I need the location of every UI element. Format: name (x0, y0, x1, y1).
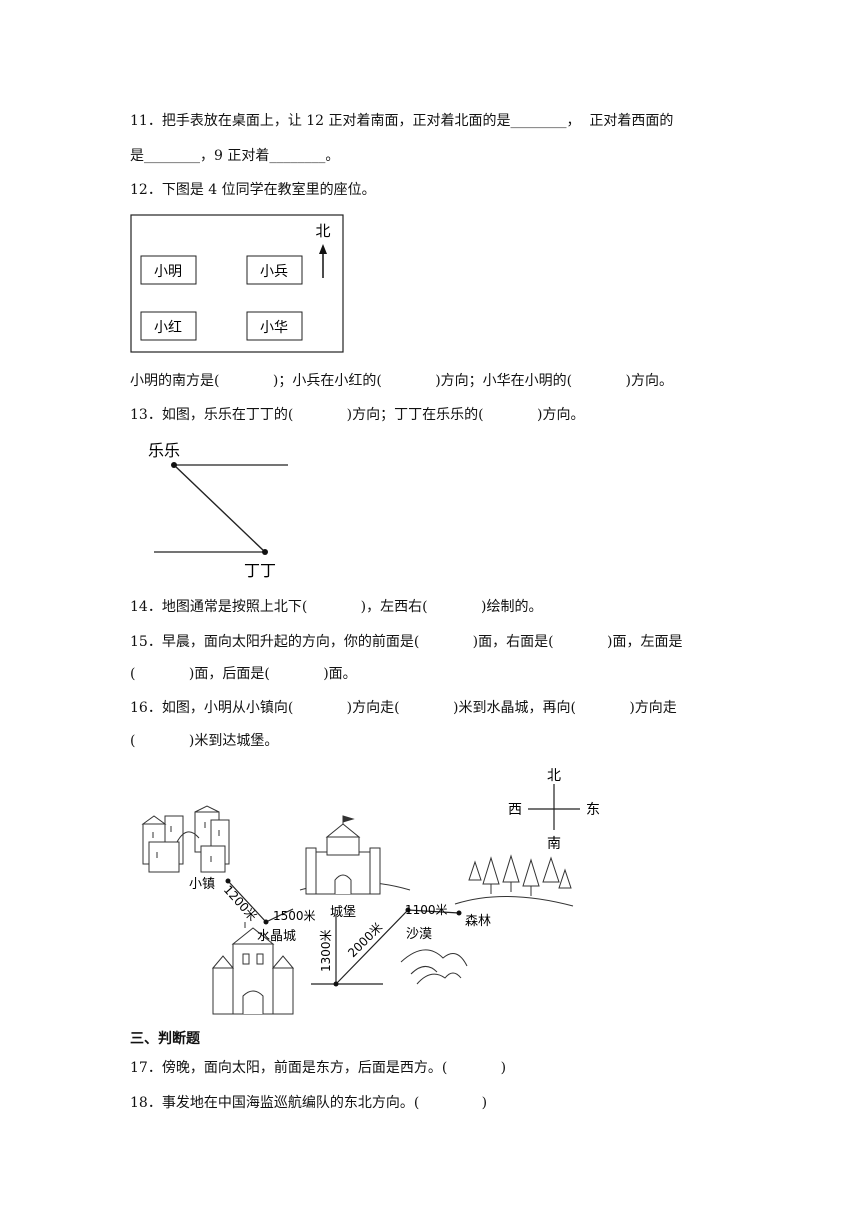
place-desert: 沙漠 (406, 927, 432, 942)
q11-line2: 是________，9 正对着________。 (130, 148, 340, 164)
crystal-city-icon (211, 922, 295, 1015)
town-icon (141, 805, 230, 873)
seat-xiaoming: 小明 (154, 264, 182, 280)
q16-line1: 16．如图，小明从小镇向( )方向走( )米到水晶城，再向( )方向走 (130, 700, 677, 716)
q17-text: 17．傍晚，面向太阳，前面是东方，后面是西方。( ) (130, 1060, 507, 1076)
seat-diagram: 小明 小兵 小红 小华 北 (130, 214, 344, 353)
castle-icon (299, 815, 411, 895)
place-crystal: 水晶城 (257, 929, 296, 944)
seat-xiaohua: 小华 (260, 320, 288, 336)
q12-question: 小明的南方是( )；小兵在小红的( )方向；小华在小明的( )方向。 (130, 373, 673, 389)
place-castle: 城堡 (330, 904, 356, 920)
q18-text: 18．事发地在中国海监巡航编队的东北方向。( ) (130, 1095, 488, 1111)
north-label: 北 (315, 222, 330, 240)
distance-1300: 1300米 (319, 929, 333, 972)
seat-xiaohong: 小红 (154, 320, 182, 336)
q14-text: 14．地图通常是按照上北下( )，左西右( )绘制的。 (130, 599, 543, 615)
distance-1100: 1100米 (405, 903, 448, 917)
label-dingding: 丁丁 (244, 561, 276, 580)
compass-west: 西 (508, 802, 522, 818)
section-title: 三、判断题 (130, 1031, 200, 1047)
distance-1500: 1500米 (273, 909, 316, 923)
direction-diagram: 乐乐 丁丁 (148, 441, 288, 580)
compass-north: 北 (547, 768, 561, 784)
q12-stem: 12．下图是 4 位同学在教室里的座位。 (130, 182, 376, 198)
desert-icon (400, 949, 468, 985)
place-forest: 森林 (465, 914, 491, 929)
q15-line1: 15．早晨，面向太阳升起的方向，你的前面是( )面，右面是( )面，左面是 (130, 634, 683, 650)
compass-east: 东 (586, 802, 600, 818)
q11-line1: 11．把手表放在桌面上，让 12 正对着南面，正对着北面的是________， … (130, 113, 674, 129)
compass-icon (528, 784, 580, 830)
forest-icon (454, 854, 574, 907)
q13-stem: 13．如图，乐乐在丁丁的( )方向；丁丁在乐乐的( )方向。 (130, 407, 585, 423)
label-lele: 乐乐 (148, 441, 180, 460)
compass-south: 南 (547, 836, 561, 852)
q16-line2: ( )米到达城堡。 (130, 733, 279, 749)
route-map: 北 南 西 东 (141, 768, 600, 1015)
place-town: 小镇 (189, 877, 215, 892)
q15-line2: ( )面，后面是( )面。 (130, 666, 357, 682)
distance-1200: 1200米 (221, 883, 260, 924)
seat-xiaobing: 小兵 (260, 264, 288, 280)
north-arrow-icon (319, 244, 327, 278)
